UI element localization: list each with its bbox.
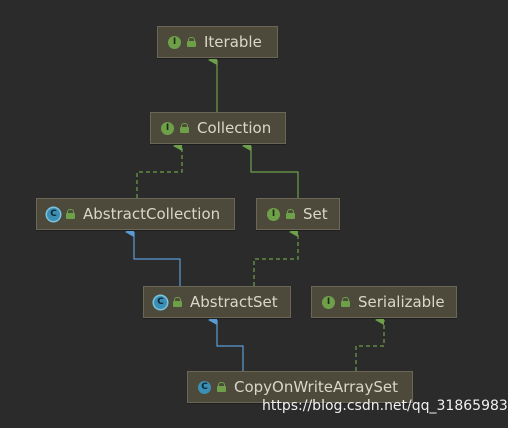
node-collection[interactable]: I Collection [150, 112, 286, 144]
node-label: Set [303, 205, 328, 223]
node-label: AbstractCollection [83, 205, 221, 223]
class-badge-icon: C [154, 295, 167, 309]
node-set[interactable]: I Set [256, 198, 340, 230]
edge-layer [125, 55, 385, 371]
node-label: Serializable [358, 293, 445, 311]
edge-extends-set-to-collection [242, 141, 299, 198]
interface-badge-icon: I [322, 295, 335, 309]
node-copyonwritearrayset[interactable]: C CopyOnWriteArraySet [187, 371, 413, 403]
node-abstractcollection[interactable]: C AbstractCollection [36, 198, 235, 230]
public-lock-icon [341, 297, 350, 307]
public-lock-icon [217, 382, 226, 392]
node-label: Iterable [204, 33, 262, 51]
edge-implements-abstractcollection-to-collection [136, 141, 183, 198]
watermark-text: https://blog.csdn.net/qq_31865983 [262, 398, 508, 414]
node-label: CopyOnWriteArraySet [234, 378, 398, 396]
node-label: AbstractSet [190, 293, 278, 311]
public-lock-icon [173, 297, 182, 307]
node-iterable[interactable]: I Iterable [157, 26, 278, 58]
public-lock-icon [286, 209, 295, 219]
public-lock-icon [180, 123, 189, 133]
public-lock-icon [66, 209, 75, 219]
interface-badge-icon: I [161, 121, 174, 135]
diagram-canvas [125, 55, 385, 371]
edge-extends-copyonwritearrayset-to-abstractset [208, 315, 244, 371]
class-badge-icon: C [47, 207, 60, 221]
interface-badge-icon: I [168, 35, 181, 49]
edge-implements-abstractset-to-set [253, 227, 299, 286]
edge-extends-abstractset-to-abstractcollection [125, 227, 181, 286]
node-serializable[interactable]: I Serializable [311, 286, 457, 318]
public-lock-icon [187, 37, 196, 47]
node-label: Collection [197, 119, 272, 137]
interface-badge-icon: I [267, 207, 280, 221]
node-abstractset[interactable]: C AbstractSet [143, 286, 291, 318]
edge-implements-copyonwritearrayset-to-serializable [355, 315, 385, 371]
class-badge-icon: C [198, 380, 211, 394]
